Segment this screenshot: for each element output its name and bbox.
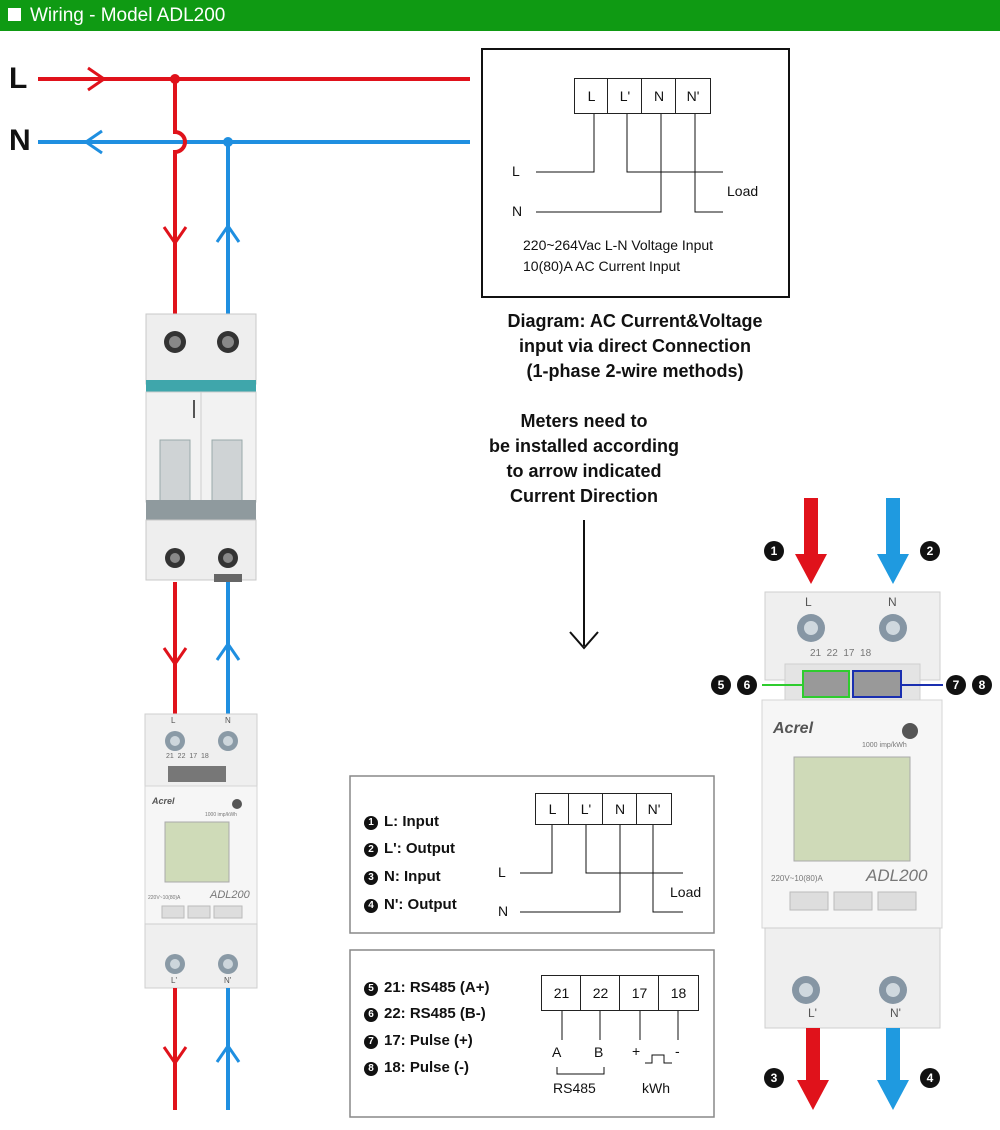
small-meter-model: ADL200 [210,889,250,901]
large-meter-l-out: L' [808,1006,817,1020]
legend-plus-label: + [632,1043,641,1059]
legend-terminal-l-out: L' [568,793,604,825]
schematic-l-label: L [512,163,520,179]
neutral-up-arrow-icon [215,223,241,243]
live-down-arrow-icon [162,226,188,246]
legend-a-label: A [552,1044,562,1060]
legend-load-label: Load [670,884,702,900]
legend-terminal-18: 18 [658,975,699,1011]
legend-terminal-21: 21 [541,975,582,1011]
large-meter-model: ADL200 [866,866,928,885]
schematic-load-label: Load [727,183,759,199]
small-meter-n: N [225,716,231,725]
schematic-terminal-n-out: N' [675,78,711,114]
direction-arrow-icon [569,631,599,650]
neutral-label: N [9,124,31,157]
marker-8: 8 [972,675,992,695]
small-meter-rating: 220V~10(80)A [148,895,181,901]
input-live-arrow-icon [795,498,827,584]
legend-l-label: L [498,864,506,880]
large-meter-impulse: 1000 imp/kWh [862,742,907,749]
large-meter-rating: 220V~10(80)A [771,874,823,883]
neutral-out-arrow-icon [215,1043,241,1063]
marker-5: 5 [711,675,731,695]
header-square-icon [8,8,21,21]
legend-terminal-n-out: N' [636,793,672,825]
neutral-arrow-icon [83,129,103,155]
large-meter-brand: Acrel [773,720,814,737]
large-meter-terminal-numbers: 21 22 17 18 [810,648,872,659]
output-neutral-arrow-icon [877,1028,909,1110]
diagram-caption: Diagram: AC Current&Voltage input via di… [507,311,763,381]
live-mid-arrow-icon [162,647,188,667]
large-meter-l: L [805,595,812,609]
output-live-arrow-icon [797,1028,829,1110]
neutral-mid-arrow-icon [215,641,241,661]
legend-terminal-l: L [535,793,570,825]
schematic-wires [536,113,723,213]
legend-comm-wires [556,1008,679,1075]
legend-n-label: N [498,903,509,919]
input-neutral-arrow-icon [877,498,909,584]
legend-kwh-label: kWh [642,1080,670,1096]
small-meter-n-out: N' [224,976,232,985]
small-meter-impulse: 1000 imp/kWh [205,812,237,818]
schematic-terminal-l: L [574,78,609,114]
schematic-n-label: N [512,203,523,219]
live-arrow-icon [87,66,107,92]
legend-minus-label: - [675,1043,680,1059]
schematic-terminal-l-out: L' [607,78,643,114]
small-meter-terminal-numbers: 21 22 17 18 [166,753,209,760]
marker-4: 4 [920,1068,940,1088]
legend-terminal-n: N [602,793,638,825]
legend-power-wires [520,824,683,913]
legend-terminal-22: 22 [580,975,621,1011]
legend-rs485-label: RS485 [553,1080,596,1096]
legend-terminal-17: 17 [619,975,660,1011]
live-out-arrow-icon [162,1046,188,1066]
header-bar: Wiring - Model ADL200 [0,0,1000,31]
large-meter-n: N [888,595,897,609]
small-meter [144,713,258,989]
live-drop [173,79,187,325]
small-meter-l-out: L' [171,976,177,985]
small-meter-brand: Acrel [152,796,175,806]
marker-1: 1 [764,541,784,561]
schematic-current-spec: 10(80)A AC Current Input [523,258,681,274]
marker-7: 7 [946,675,966,695]
schematic-terminal-n: N [641,78,677,114]
marker-6: 6 [737,675,757,695]
installation-note: Meters need to be installed according to… [488,411,680,506]
large-meter [761,591,943,1029]
marker-2: 2 [920,541,940,561]
marker-3: 3 [764,1068,784,1088]
large-meter-n-out: N' [890,1006,901,1020]
header-title: Wiring - Model ADL200 [30,5,226,26]
small-meter-l: L [171,716,176,725]
schematic-voltage-spec: 220~264Vac L-N Voltage Input [523,237,714,253]
circuit-breaker [145,313,257,582]
live-label: L [9,62,28,95]
legend-b-label: B [594,1044,604,1060]
